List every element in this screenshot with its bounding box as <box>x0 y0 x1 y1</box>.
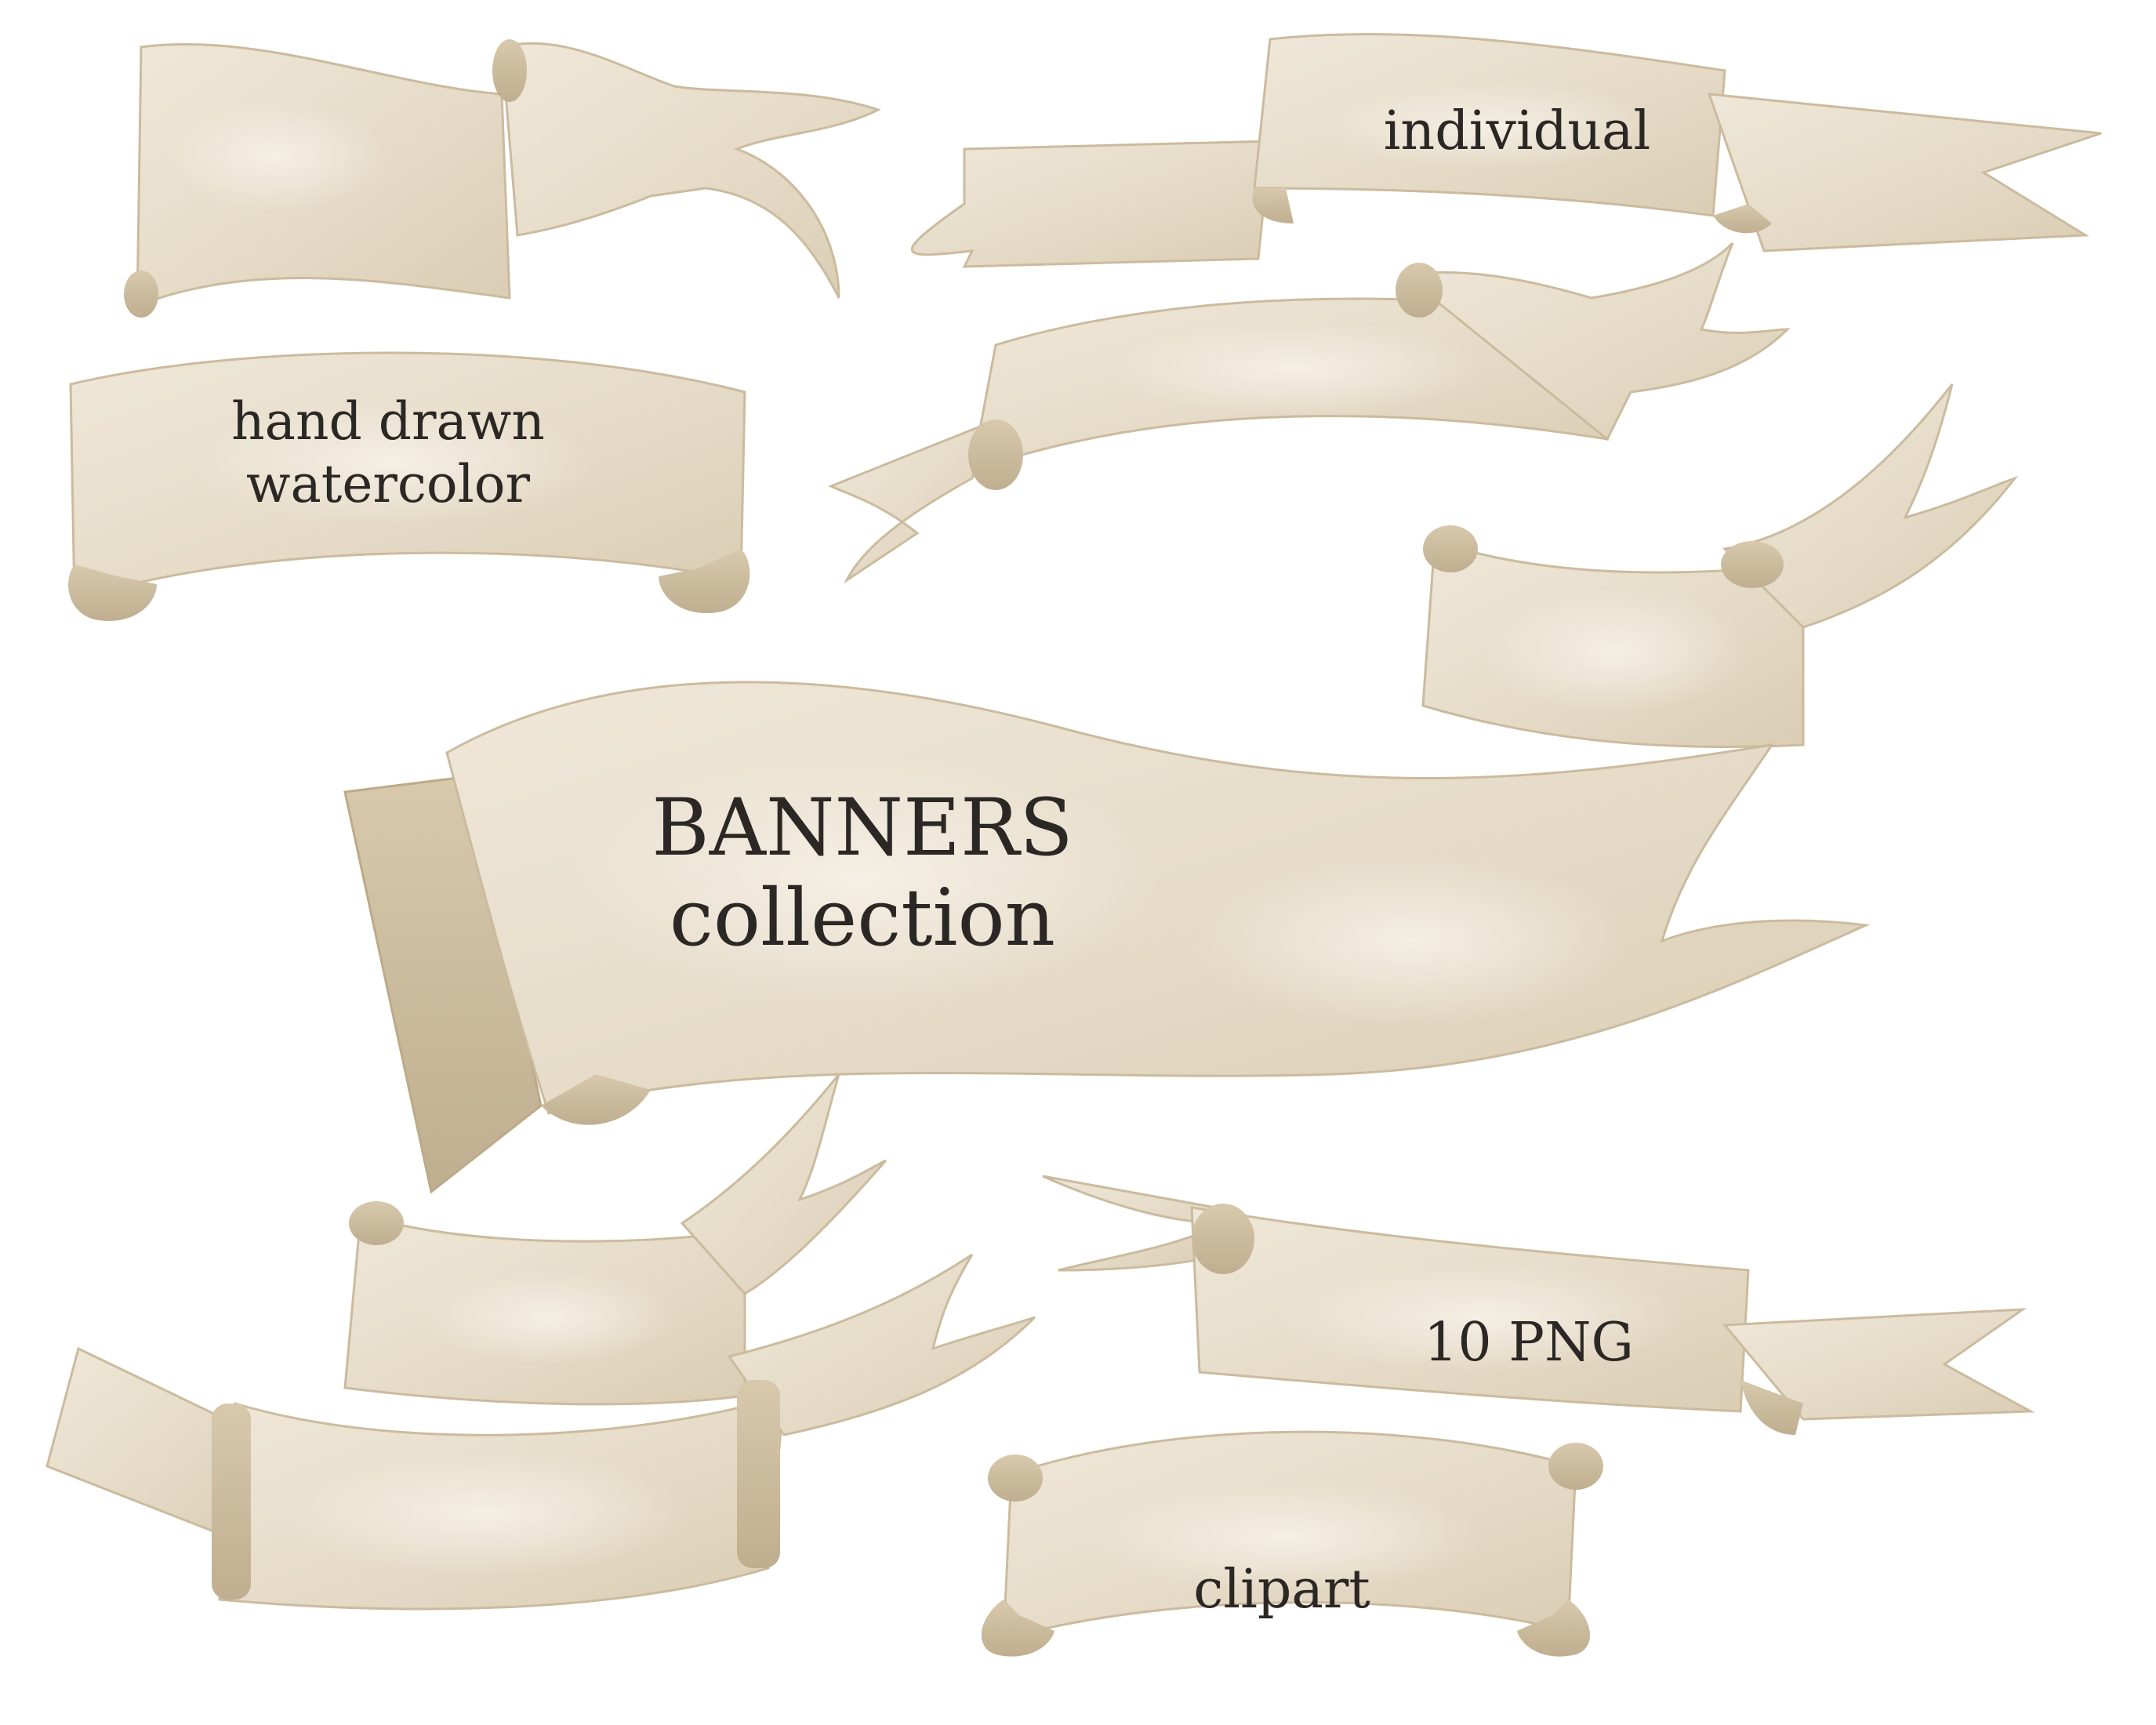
banner-hand-drawn: hand drawn watercolor <box>68 351 750 621</box>
banner-main-collection: BANNERS collection <box>343 681 1871 1194</box>
banner-wavy-ribbon <box>828 242 1791 584</box>
banner-small-scroll <box>1421 383 2019 749</box>
banner-top-left-flag <box>124 39 881 318</box>
scroll-curl <box>492 39 527 102</box>
banner-lower-left-scroll <box>343 1073 887 1406</box>
hand-drawn-label: hand drawn <box>231 391 545 452</box>
watercolor-label: watercolor <box>246 454 531 514</box>
collection-subtitle: collection <box>670 872 1055 964</box>
individual-label: individual <box>1384 100 1651 162</box>
png-count-label: 10 PNG <box>1424 1312 1634 1374</box>
banners-title: BANNERS <box>652 782 1073 873</box>
clipart-label: clipart <box>1193 1559 1370 1621</box>
scroll-curl <box>124 271 158 318</box>
banner-individual: individual <box>910 33 2102 268</box>
banner-bottom-left-ribbon <box>45 1253 1036 1611</box>
banner-clipart: clipart <box>981 1430 1603 1657</box>
banner-10-png: 10 PNG <box>1042 1175 2035 1435</box>
